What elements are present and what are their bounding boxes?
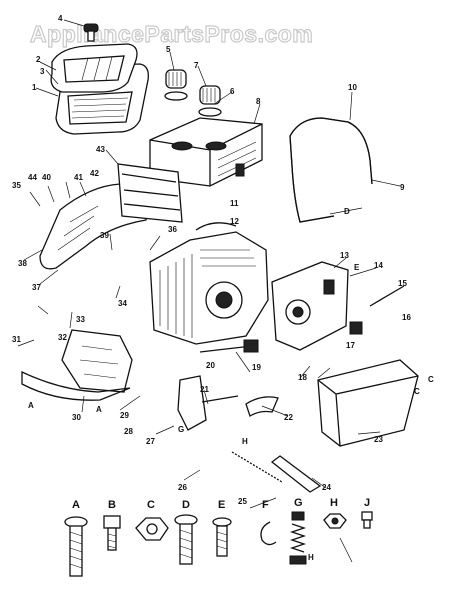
label-h-bottom: H <box>308 553 314 562</box>
callout-8: 8 <box>256 97 261 106</box>
callout-17: 17 <box>346 341 355 350</box>
label-e-small: E <box>354 263 360 272</box>
front-guard-part <box>21 329 133 401</box>
chain-guard-cover-part <box>317 359 419 447</box>
hardware-label-b: B <box>108 499 116 511</box>
oil-cap-part <box>198 85 222 117</box>
callout-18: 18 <box>298 373 307 382</box>
hardware-screw-d <box>174 514 198 565</box>
label-c-right2: C <box>414 387 420 396</box>
hardware-letter-labels: A B C D E F G H J <box>72 497 370 511</box>
callout-33: 33 <box>76 315 85 324</box>
engine-block-part <box>149 222 269 345</box>
callout-1: 1 <box>32 83 37 92</box>
callout-16: 16 <box>402 313 411 322</box>
callout-11: 11 <box>230 199 239 208</box>
hardware-label-c: C <box>147 499 155 511</box>
callout-43: 43 <box>96 145 105 154</box>
hardware-label-e: E <box>218 499 225 511</box>
fuel-tank-housing-part <box>149 117 263 187</box>
throttle-linkage-part <box>177 375 239 431</box>
callout-4: 4 <box>58 14 63 23</box>
callout-40: 40 <box>42 173 51 182</box>
callout-14: 14 <box>374 261 383 270</box>
callout-10: 10 <box>348 83 357 92</box>
callout-19: 19 <box>252 363 261 372</box>
fuel-cap-part <box>164 69 188 101</box>
muffler-bolt-part <box>199 285 405 353</box>
callout-13: 13 <box>340 251 349 260</box>
hardware-nut-c <box>135 517 169 541</box>
label-a-arrow: A <box>96 405 102 414</box>
label-h-small: H <box>242 437 248 446</box>
callout-9: 9 <box>400 183 405 192</box>
callout-24: 24 <box>322 483 331 492</box>
callout-26: 26 <box>178 483 187 492</box>
hardware-label-h: H <box>330 497 338 509</box>
callout-37: 37 <box>32 283 41 292</box>
hardware-nut-h <box>323 513 347 529</box>
side-plate-part <box>271 261 363 351</box>
hardware-label-a: A <box>72 499 80 511</box>
hardware-screw-a <box>64 516 88 577</box>
callout-38: 38 <box>18 259 27 268</box>
callout-36: 36 <box>168 225 177 234</box>
hardware-screw-e <box>212 517 232 557</box>
callout-15: 15 <box>398 279 407 288</box>
callout-30: 30 <box>72 413 81 422</box>
callout-25: 25 <box>238 497 247 506</box>
watermark: AppliancePartsPros.com <box>30 21 313 47</box>
callout-23: 23 <box>374 435 383 444</box>
callout-2: 2 <box>36 55 41 64</box>
hardware-pin-j <box>361 511 373 529</box>
callout-21: 21 <box>200 385 209 394</box>
callout-39: 39 <box>100 231 109 240</box>
brake-band-part <box>245 396 279 417</box>
callout-5: 5 <box>166 45 171 54</box>
callout-6: 6 <box>230 87 235 96</box>
callout-32: 32 <box>58 333 67 342</box>
callout-27: 27 <box>146 437 155 446</box>
callout-35: 35 <box>12 181 21 190</box>
hardware-label-f: F <box>262 499 269 511</box>
callout-12: 12 <box>230 217 239 226</box>
callout-31: 31 <box>12 335 21 344</box>
callout-28: 28 <box>124 427 133 436</box>
air-filter-cover-part <box>50 23 149 135</box>
rear-handle-part <box>39 163 183 270</box>
callout-labels: 1 2 3 4 5 6 7 8 9 10 11 12 13 14 15 16 1… <box>12 14 411 506</box>
label-c-right: C <box>428 375 434 384</box>
callout-42: 42 <box>90 169 99 178</box>
hardware-clip-f <box>260 521 277 546</box>
label-g-small: G <box>178 425 184 434</box>
label-d-small: D <box>344 207 350 216</box>
hardware-spring-g <box>289 511 307 565</box>
callout-44: 44 <box>28 173 37 182</box>
label-a-left: A <box>28 401 34 410</box>
callout-20: 20 <box>206 361 215 370</box>
hardware-bolt-b <box>103 515 121 551</box>
hardware-label-d: D <box>182 499 190 511</box>
hardware-label-j: J <box>364 497 370 509</box>
callout-29: 29 <box>120 411 129 420</box>
leader-lines <box>17 19 401 563</box>
callout-3: 3 <box>40 67 45 76</box>
callout-41: 41 <box>74 173 83 182</box>
callout-34: 34 <box>118 299 127 308</box>
callout-7: 7 <box>194 61 199 70</box>
handle-bar-part <box>289 117 373 223</box>
hardware-label-g: G <box>294 497 303 509</box>
callout-22: 22 <box>284 413 293 422</box>
tension-spring-part <box>231 451 322 493</box>
misc-letter-labels: A A C C E H H G D <box>28 207 434 562</box>
